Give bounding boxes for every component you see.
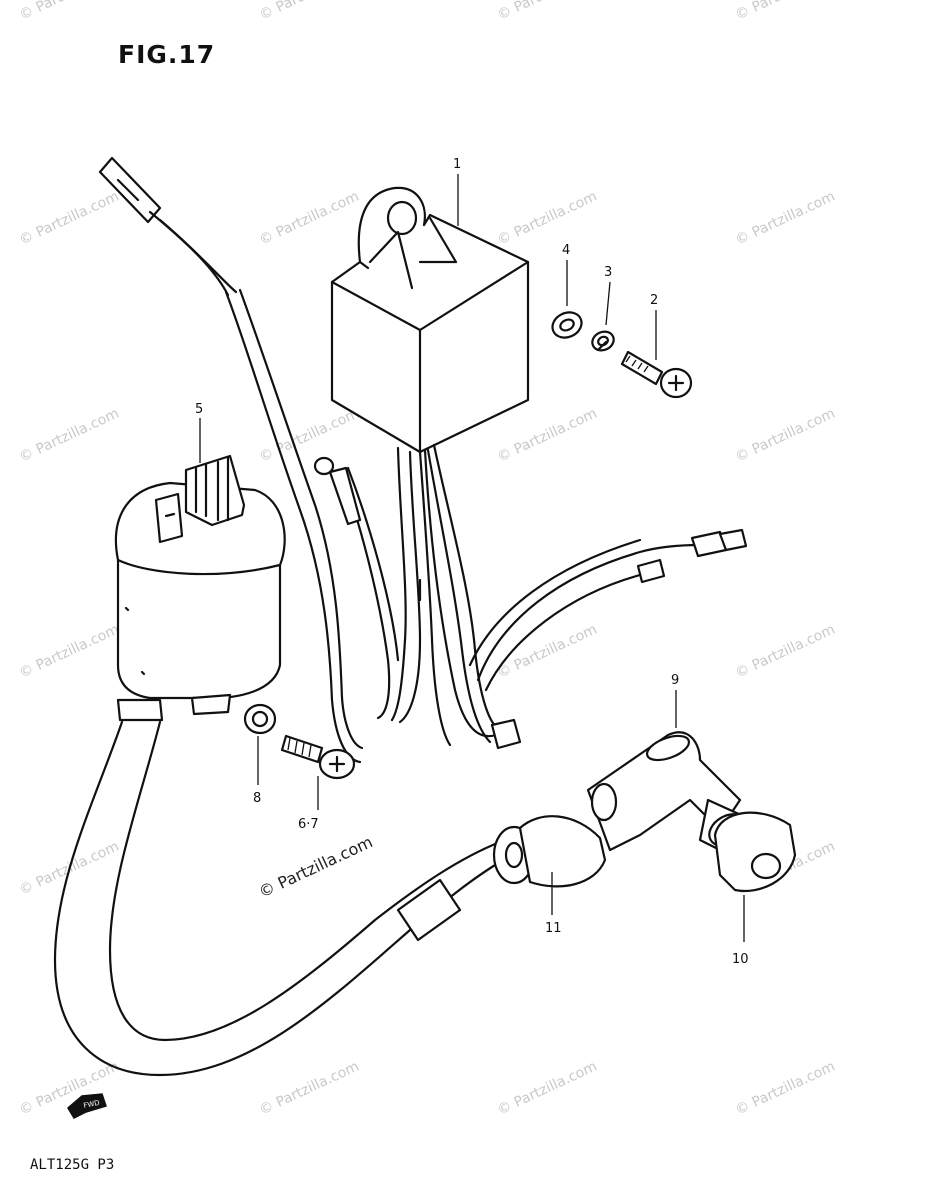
callout-9: 9 <box>671 673 679 688</box>
callout-1: 1 <box>453 157 461 172</box>
fwd-arrow-icon: FWD <box>67 1093 107 1119</box>
footer-code: ALT125G P3 <box>30 1157 115 1173</box>
watermark: © Partzilla.com <box>17 405 122 465</box>
callout-11: 11 <box>545 921 562 936</box>
watermark: © Partzilla.com <box>257 188 362 248</box>
wire-terminal-icon <box>98 156 162 224</box>
wire-connector-icon <box>490 718 522 750</box>
watermark-center: © Partzilla.com <box>256 832 376 901</box>
watermark: © Partzilla.com <box>733 405 838 465</box>
watermark: © Partzilla.com <box>733 0 838 24</box>
callout-5: 5 <box>195 402 203 417</box>
screw-icon <box>280 734 356 780</box>
ground-wire <box>98 156 364 764</box>
watermark: © Partzilla.com <box>495 1058 600 1118</box>
cap-cover-icon <box>713 811 797 893</box>
callout-4: 4 <box>562 243 570 258</box>
washer-icon <box>551 311 583 339</box>
watermark: © Partzilla.com <box>733 188 838 248</box>
watermark: © Partzilla.com <box>495 405 600 465</box>
figure-title: FIG.17 <box>118 40 216 69</box>
callout-2: 2 <box>650 293 658 308</box>
callout-10: 10 <box>732 952 749 967</box>
bullet-connector-icon <box>636 558 666 584</box>
watermark: © Partzilla.com <box>257 405 362 465</box>
callout-8: 8 <box>253 791 261 806</box>
watermark: © Partzilla.com <box>17 621 122 681</box>
watermark: © Partzilla.com <box>733 621 838 681</box>
cdi-unit-icon <box>330 186 530 454</box>
washer-icon <box>243 703 277 735</box>
high-tension-lead <box>53 720 502 1077</box>
watermark: © Partzilla.com <box>17 0 122 24</box>
callout-labels: 1 2 3 4 5 6·7 8 9 10 11 <box>195 157 749 967</box>
screw-icon <box>620 350 693 399</box>
grommet-icon <box>492 815 607 888</box>
watermark: © Partzilla.com <box>257 0 362 24</box>
leader-lines <box>199 174 745 942</box>
lock-washer-icon <box>591 330 615 352</box>
fwd-label: FWD <box>83 1099 101 1110</box>
ignition-coil-icon <box>114 454 286 722</box>
watermark: © Partzilla.com <box>495 0 600 24</box>
watermark: © Partzilla.com <box>733 1058 838 1118</box>
watermark: © Partzilla.com <box>495 188 600 248</box>
callout-6-7: 6·7 <box>298 817 319 832</box>
callout-3: 3 <box>604 265 612 280</box>
ring-terminal-icon <box>313 456 335 476</box>
cdi-wiring <box>313 443 748 750</box>
lead-sleeve-icon <box>396 878 462 942</box>
watermark: © Partzilla.com <box>257 1058 362 1118</box>
watermark: © Partzilla.com <box>17 188 122 248</box>
